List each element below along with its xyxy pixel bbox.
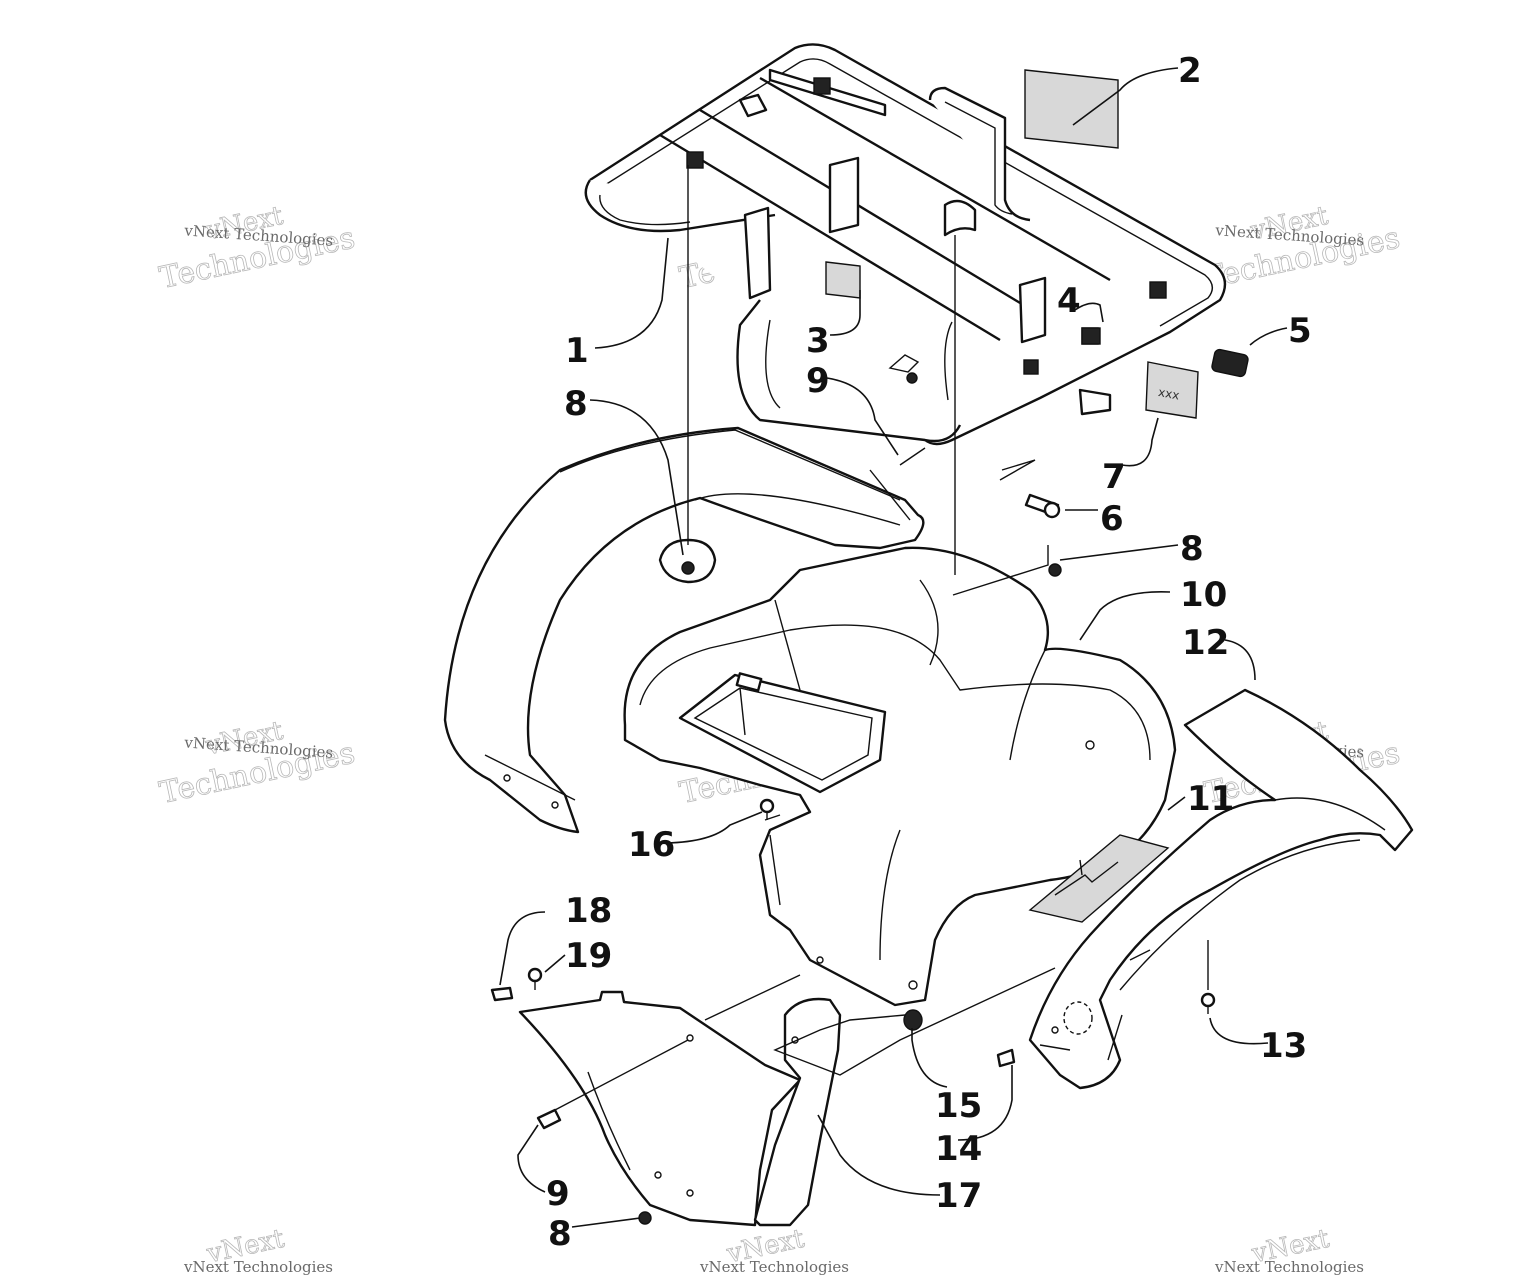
rack-clip-5: [1023, 359, 1039, 375]
callout-7: 7: [1102, 457, 1126, 497]
watermark-small-8: vNext Technologies: [699, 1258, 849, 1276]
callout-9-bottom: 9: [546, 1174, 570, 1214]
callout-15: 15: [935, 1086, 982, 1126]
part-push-rivet: [996, 1048, 1016, 1068]
storage-compartment: [678, 672, 887, 794]
callout-1: 1: [565, 331, 589, 371]
callout-19: 19: [565, 936, 612, 976]
part-rack-decal: [825, 261, 861, 299]
callout-14: 14: [935, 1129, 982, 1169]
leader-lines: [499, 67, 1288, 1228]
callout-5: 5: [1288, 311, 1312, 351]
part-screw-19: [527, 967, 543, 990]
rack-clip-1: [686, 151, 704, 169]
part-washer: [903, 1009, 923, 1031]
part-push-pin-lower: [536, 1108, 562, 1130]
part-splash-panel-left: [490, 986, 802, 1227]
watermark-small-7: vNext Technologies: [183, 1258, 333, 1276]
part-rear-fender: [443, 426, 1177, 1007]
part-screw-13: [1200, 992, 1216, 1014]
part-screw-16: [759, 798, 775, 820]
callout-13: 13: [1260, 1026, 1307, 1066]
callout-18: 18: [565, 891, 612, 931]
watermark-small-9: vNext Technologies: [1214, 1258, 1364, 1276]
svg-text:xxx: xxx: [1157, 385, 1180, 402]
part-grommet-top-left: [658, 538, 717, 584]
part-grommet-right: [1048, 563, 1062, 577]
part-warning-decal: xxx: [1145, 361, 1199, 419]
part-fender-extension: [1028, 688, 1414, 1090]
part-spring-clip-top: [888, 354, 920, 384]
assembly-lines: [554, 165, 1209, 1111]
callout-4: 4: [1057, 281, 1081, 321]
callout-16: 16: [628, 825, 675, 865]
callout-6: 6: [1100, 499, 1124, 539]
callout-17: 17: [935, 1176, 982, 1216]
callout-11: 11: [1187, 779, 1234, 819]
callout-8-right: 8: [1180, 529, 1204, 569]
callout-8-bottom: 8: [548, 1214, 572, 1254]
part-rear-rack: [584, 43, 1227, 446]
callout-10: 10: [1180, 575, 1227, 615]
rack-clip-3: [1149, 281, 1167, 299]
callout-12: 12: [1182, 623, 1229, 663]
callout-8-top: 8: [564, 384, 588, 424]
callout-3: 3: [806, 321, 830, 361]
callout-labels: 1 2 3 4 5 6 7 8 8 8 9 9 10 11 12 13 14 1…: [546, 51, 1312, 1254]
callout-2: 2: [1178, 51, 1202, 91]
part-nut: [1081, 327, 1101, 345]
part-fender-decal: [1028, 834, 1170, 923]
part-decal-plate: [1024, 69, 1119, 149]
part-grommet-lower: [638, 1211, 652, 1225]
part-end-cap: [1211, 348, 1249, 378]
rack-clip-2: [813, 77, 831, 95]
part-bolt: [1024, 493, 1061, 519]
callout-9-top: 9: [806, 361, 830, 401]
